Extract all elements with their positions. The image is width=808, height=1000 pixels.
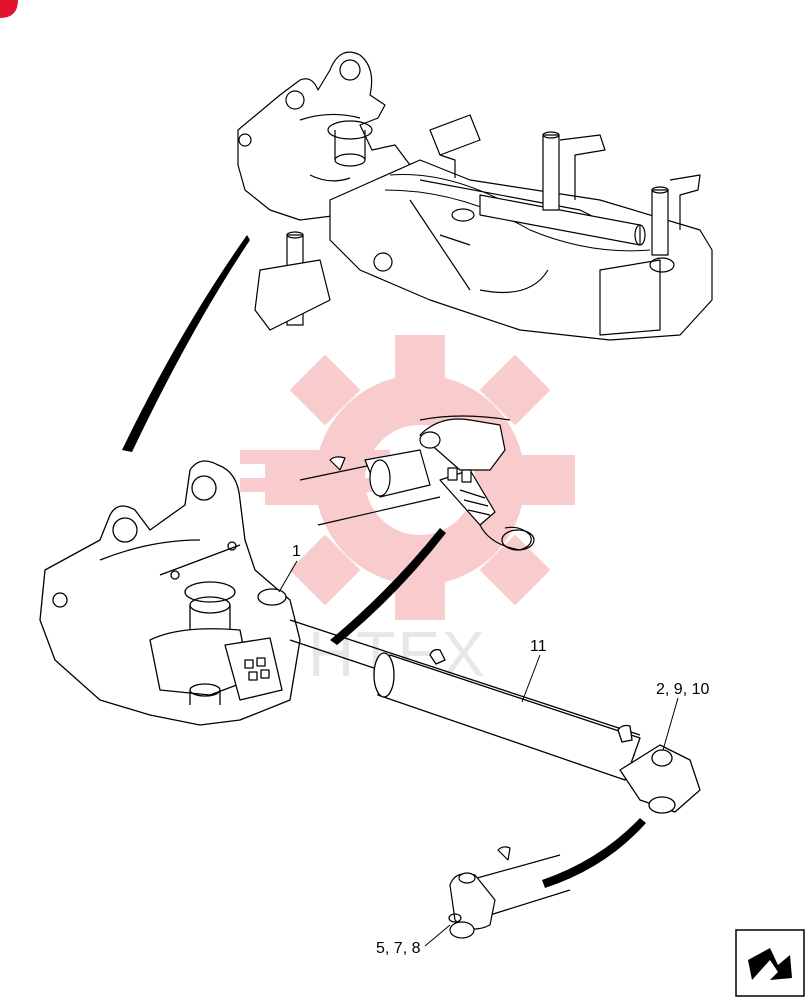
watermark: HTEX bbox=[240, 335, 575, 690]
corner-brand-mark bbox=[0, 0, 18, 18]
machine-frame-assembly bbox=[237, 51, 713, 341]
leader-arrow-middle bbox=[330, 528, 446, 645]
svg-text:5, 7, 8: 5, 7, 8 bbox=[376, 940, 421, 957]
svg-text:2, 9, 10: 2, 9, 10 bbox=[656, 681, 709, 698]
svg-text:1: 1 bbox=[292, 543, 301, 560]
rod-end-detail bbox=[299, 415, 535, 551]
callout-11: 11 bbox=[521, 638, 547, 703]
leader-arrow-bottom bbox=[542, 818, 646, 888]
callout-2-9-10: 2, 9, 10 bbox=[656, 681, 709, 751]
callout-5-7-8: 5, 7, 8 bbox=[376, 924, 451, 957]
next-page-arrow-icon[interactable] bbox=[735, 929, 805, 997]
leader-arrow-top bbox=[122, 235, 250, 452]
swing-cylinder-assembly bbox=[39, 460, 701, 814]
svg-text:11: 11 bbox=[530, 638, 547, 655]
head-end-detail bbox=[448, 846, 571, 939]
callout-1: 1 bbox=[278, 543, 301, 593]
